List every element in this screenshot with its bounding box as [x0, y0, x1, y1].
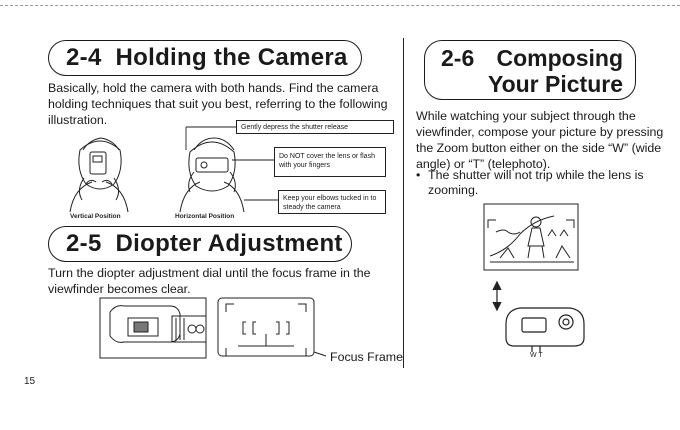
bullet-dot: • [416, 168, 421, 182]
section-title-line1: Composing [496, 45, 624, 71]
heading-diopter-adjustment: 2-5 Diopter Adjustment [48, 226, 352, 262]
viewfinder-focus-frame [217, 297, 327, 357]
callout-shutter-release: Gently depress the shutter release [236, 120, 394, 134]
page-number: 15 [24, 376, 36, 387]
heading-holding-the-camera: 2-4 Holding the Camera [48, 40, 362, 76]
section-number: 2-4 [66, 44, 102, 71]
viewfinder-scene [483, 203, 579, 271]
section-title: Diopter Adjustment [115, 230, 343, 257]
caption-vertical-position: Vertical Position [70, 213, 121, 220]
column-divider [403, 38, 404, 368]
holding-camera-text: Basically, hold the camera with both han… [48, 81, 388, 127]
composing-text: While watching your subject through the … [416, 109, 664, 171]
vertical-position-figure [69, 137, 129, 213]
heading-composing-your-picture: 2-6 Composing Your Picture [424, 40, 636, 100]
zoom-note-text: The shutter will not trip while the lens… [428, 168, 644, 197]
zoom-note-bullet: • The shutter will not trip while the le… [416, 168, 664, 198]
section-title: Holding the Camera [115, 44, 348, 71]
diopter-text: Turn the diopter adjustment dial until t… [48, 266, 371, 296]
top-dashed-rule [0, 5, 680, 6]
callout-leaders [185, 126, 278, 201]
caption-horizontal-position: Horizontal Position [175, 213, 235, 220]
horizontal-position-figure [179, 137, 245, 213]
section-number: 2-6 [441, 45, 475, 71]
section-title-line2: Your Picture [487, 71, 623, 97]
camera-back-diopter [99, 297, 207, 359]
zoom-wt-labels: W T [530, 352, 543, 359]
zoom-button-camera [492, 280, 585, 352]
callout-elbows: Keep your elbows tucked in to steady the… [278, 190, 386, 214]
focus-frame-label: Focus Frame [330, 350, 403, 364]
callout-lens-flash: Do NOT cover the lens or flash with your… [274, 147, 386, 177]
section-number: 2-5 [66, 230, 102, 257]
